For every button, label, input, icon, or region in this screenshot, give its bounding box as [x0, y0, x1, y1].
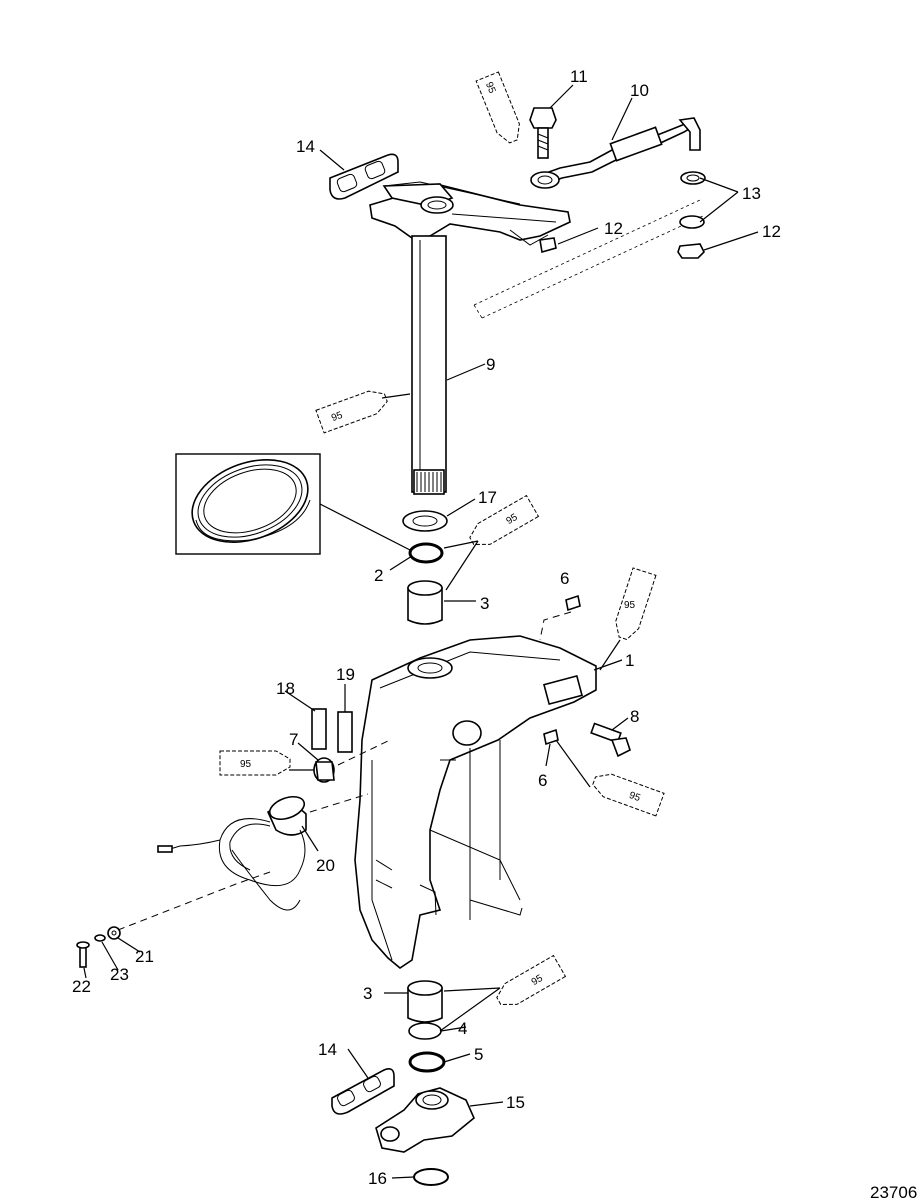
- callout-19: 19: [336, 665, 355, 684]
- drawing-number: 23706: [870, 1183, 917, 1200]
- bushing-7: [313, 757, 335, 783]
- bolt-8: [590, 722, 631, 758]
- callout-11: 11: [570, 67, 588, 86]
- bushing-3-top: [407, 580, 443, 625]
- callout-13: 13: [742, 184, 761, 203]
- callout-12-upper: 12: [604, 219, 623, 238]
- sealant-tube-3: 95: [469, 494, 540, 545]
- callout-20: 20: [316, 856, 335, 875]
- screw-22: [76, 941, 90, 968]
- steering-tube: [411, 235, 447, 495]
- sealant-tube-7: 95: [496, 954, 567, 1005]
- callout-16: 16: [368, 1169, 387, 1188]
- callout-labels: 11 10 14 13 12 12 9 17 2 3 6 1 18 19 7 8…: [72, 67, 917, 1200]
- screw-6-top: [565, 594, 581, 612]
- callout-7: 7: [289, 730, 298, 749]
- svg-text:95: 95: [483, 81, 498, 96]
- callout-23: 23: [110, 965, 129, 984]
- steering-yoke-15: [375, 1087, 475, 1153]
- svg-text:95: 95: [530, 973, 546, 988]
- callout-15: 15: [506, 1093, 525, 1112]
- nut-12: [677, 243, 705, 259]
- callout-14-bottom: 14: [318, 1040, 337, 1059]
- callout-6-side: 6: [538, 771, 547, 790]
- sealant-tube-5: 95: [219, 750, 291, 776]
- callout-6-top: 6: [560, 569, 569, 588]
- svg-text:95: 95: [627, 790, 642, 804]
- callout-12-right: 12: [762, 222, 781, 241]
- leader-lines: [83, 84, 759, 1179]
- washer-4: [408, 1022, 442, 1040]
- link-rod-ghost: [473, 199, 706, 319]
- callout-18: 18: [276, 679, 295, 698]
- callout-17: 17: [478, 488, 497, 507]
- pad-14-top: [329, 153, 399, 200]
- washer-23: [94, 934, 106, 942]
- svg-text:95: 95: [504, 512, 520, 527]
- seal-5: [408, 1051, 446, 1073]
- callout-2: 2: [374, 566, 383, 585]
- callout-4: 4: [458, 1019, 467, 1038]
- callout-3-top: 3: [480, 594, 489, 613]
- svg-text:95: 95: [240, 759, 252, 770]
- sealant-tube-6: 95: [592, 773, 665, 817]
- callout-21: 21: [135, 947, 154, 966]
- pad-19: [337, 711, 353, 753]
- bushing-3-bottom: [407, 980, 443, 1023]
- callout-8: 8: [630, 707, 639, 726]
- sealant-tube-4: 95: [615, 567, 657, 641]
- sealant-tube-2: 95: [315, 390, 388, 434]
- callout-22: 22: [72, 977, 91, 996]
- steering-yoke: [369, 181, 571, 246]
- callout-10: 10: [630, 81, 649, 100]
- swivel-bracket: [354, 635, 597, 969]
- callout-5: 5: [474, 1045, 483, 1064]
- callout-1: 1: [625, 651, 634, 670]
- seal-ring-16: [413, 1168, 449, 1186]
- pad-14-bottom: [331, 1068, 395, 1115]
- callout-3-bottom: 3: [363, 984, 372, 1003]
- seal-2: [408, 542, 444, 564]
- svg-text:95: 95: [624, 600, 636, 611]
- steering-link-rod: [529, 117, 701, 189]
- pad-18: [311, 708, 327, 750]
- trim-sender-20: [157, 795, 307, 911]
- svg-text:95: 95: [330, 410, 345, 424]
- sealant-tube-1: 95: [475, 71, 520, 144]
- seal-detail-inset: [175, 453, 321, 555]
- screw-6-side: [543, 728, 559, 746]
- washers-13: [679, 171, 706, 229]
- callout-14-top: 14: [296, 137, 315, 156]
- washer-21: [107, 926, 121, 940]
- callout-9: 9: [486, 355, 495, 374]
- nut-12-small: [539, 237, 557, 254]
- bolt-11: [529, 107, 557, 159]
- washer-17: [402, 510, 448, 532]
